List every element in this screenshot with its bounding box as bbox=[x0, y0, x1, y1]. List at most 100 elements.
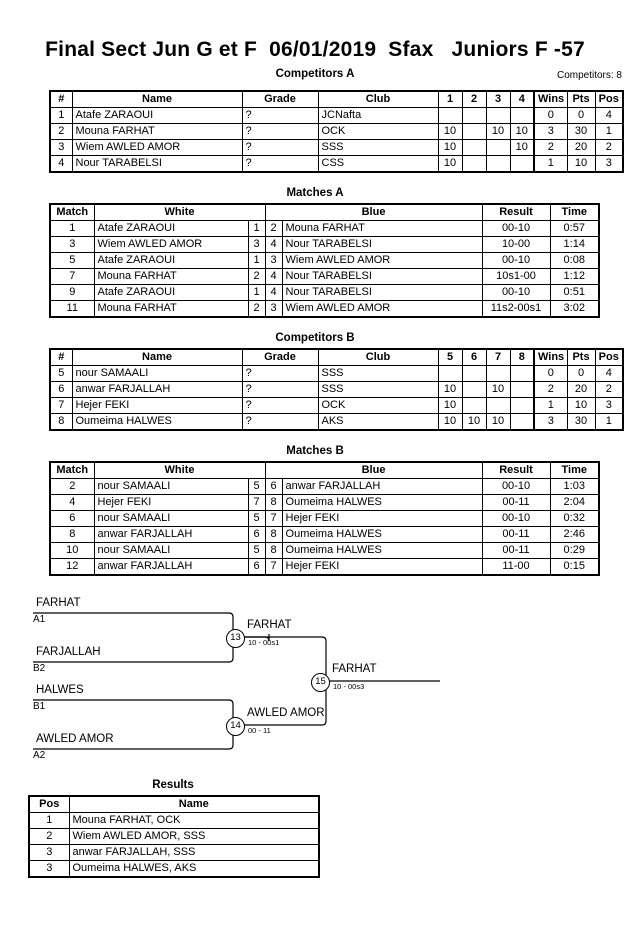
col-time: Time bbox=[549, 203, 600, 221]
cell-white-seed: 5 bbox=[247, 510, 266, 527]
col-round-6: 6 bbox=[461, 348, 487, 366]
col-round-8: 8 bbox=[509, 348, 535, 366]
table-row: 8 Oumeima HALWES ? AKS 10 10 10 3 30 1 bbox=[49, 413, 624, 431]
col-club: Club bbox=[317, 90, 439, 108]
table-row: 3 Oumeima HALWES, AKS bbox=[28, 860, 320, 878]
cell-score-4 bbox=[509, 107, 535, 124]
cell-pts: 30 bbox=[566, 123, 596, 140]
cell-pos: 4 bbox=[594, 365, 624, 382]
col-name: Name bbox=[68, 795, 320, 813]
competitors-b-table: # Name Grade Club 5 6 7 8 Wins Pts Pos 5… bbox=[49, 348, 624, 431]
cell-result: 10-00 bbox=[481, 236, 551, 253]
bracket-final-score: 10 - 00s3 bbox=[333, 682, 365, 691]
cell-pos: 2 bbox=[594, 381, 624, 398]
col-round-2: 2 bbox=[461, 90, 487, 108]
matches-a-table-wrap: Match White Blue Result Time 1 Atafe ZAR… bbox=[49, 203, 601, 318]
cell-wins: 0 bbox=[533, 365, 568, 382]
cell-name: anwar FARJALLAH bbox=[71, 381, 243, 398]
cell-white-name: Hejer FEKI bbox=[93, 494, 249, 511]
cell-match-number: 3 bbox=[49, 236, 95, 253]
results-table: Pos Name 1 Mouna FARHAT, OCK 2 Wiem AWLE… bbox=[28, 795, 320, 878]
col-name: Name bbox=[71, 348, 243, 366]
cell-pos: 3 bbox=[28, 860, 70, 878]
cell-club: JCNafta bbox=[317, 107, 439, 124]
cell-score-4: 10 bbox=[509, 123, 535, 140]
cell-blue-seed: 8 bbox=[264, 542, 283, 559]
cell-grade: ? bbox=[241, 381, 319, 398]
cell-name: Wiem AWLED AMOR bbox=[71, 139, 243, 156]
table-header-row: # Name Grade Club 5 6 7 8 Wins Pts Pos bbox=[49, 348, 624, 366]
cell-name: Wiem AWLED AMOR, SSS bbox=[68, 828, 320, 845]
table-header-row: Match White Blue Result Time bbox=[49, 461, 600, 479]
cell-white-name: Atafe ZARAOUI bbox=[93, 284, 249, 301]
cell-grade: ? bbox=[241, 123, 319, 140]
cell-pts: 20 bbox=[566, 139, 596, 156]
cell-pos: 1 bbox=[28, 812, 70, 829]
cell-time: 1:03 bbox=[549, 478, 600, 495]
cell-time: 0:08 bbox=[549, 252, 600, 269]
matches-b-table-wrap: Match White Blue Result Time 2 nour SAMA… bbox=[49, 461, 601, 576]
cell-blue-name: Oumeima HALWES bbox=[281, 494, 483, 511]
col-white: White bbox=[93, 461, 266, 479]
cell-score-8 bbox=[509, 413, 535, 431]
cell-result: 00-11 bbox=[481, 526, 551, 543]
table-row: 7 Mouna FARHAT 2 4 Nour TARABELSI 10s1-0… bbox=[49, 268, 600, 285]
col-pts: Pts bbox=[566, 348, 596, 366]
cell-wins: 3 bbox=[533, 123, 568, 140]
section-heading-competitors-a: Competitors A bbox=[275, 68, 355, 80]
cell-blue-seed: 2 bbox=[264, 220, 283, 237]
cell-match-number: 7 bbox=[49, 268, 95, 285]
cell-result: 10s1-00 bbox=[481, 268, 551, 285]
cell-white-name: Wiem AWLED AMOR bbox=[93, 236, 249, 253]
cell-white-name: Atafe ZARAOUI bbox=[93, 252, 249, 269]
cell-white-name: nour SAMAALI bbox=[93, 510, 249, 527]
cell-name: nour SAMAALI bbox=[71, 365, 243, 382]
table-row: 4 Hejer FEKI 7 8 Oumeima HALWES 00-11 2:… bbox=[49, 494, 600, 511]
cell-match-number: 8 bbox=[49, 526, 95, 543]
cell-score-2 bbox=[461, 123, 487, 140]
table-row: 2 Wiem AWLED AMOR, SSS bbox=[28, 828, 320, 845]
cell-pts: 30 bbox=[566, 413, 596, 431]
table-row: 11 Mouna FARHAT 2 3 Wiem AWLED AMOR 11s2… bbox=[49, 300, 600, 318]
bracket-entrant-seed: B1 bbox=[33, 701, 46, 712]
cell-blue-seed: 4 bbox=[264, 236, 283, 253]
cell-wins: 0 bbox=[533, 107, 568, 124]
col-blue: Blue bbox=[264, 203, 483, 221]
competitors-a-table: # Name Grade Club 1 2 3 4 Wins Pts Pos 1… bbox=[49, 90, 624, 173]
table-row: 10 nour SAMAALI 5 8 Oumeima HALWES 00-11… bbox=[49, 542, 600, 559]
bracket-score: 10 - 00s1 bbox=[248, 638, 280, 647]
table-header-row: # Name Grade Club 1 2 3 4 Wins Pts Pos bbox=[49, 90, 624, 108]
cell-score-8 bbox=[509, 365, 535, 382]
col-pos: Pos bbox=[594, 348, 624, 366]
col-match: Match bbox=[49, 461, 95, 479]
cell-score-3 bbox=[485, 155, 511, 173]
cell-match-number: 1 bbox=[49, 220, 95, 237]
bracket-match-node-13[interactable]: 13 bbox=[226, 629, 245, 648]
cell-score-2 bbox=[461, 107, 487, 124]
cell-match-number: 4 bbox=[49, 494, 95, 511]
section-heading-matches-a: Matches A bbox=[286, 187, 344, 199]
results-table-wrap: Pos Name 1 Mouna FARHAT, OCK 2 Wiem AWLE… bbox=[28, 795, 320, 878]
bracket-entrant-name: AWLED AMOR bbox=[36, 733, 114, 745]
cell-white-name: nour SAMAALI bbox=[93, 478, 249, 495]
cell-pos: 2 bbox=[28, 828, 70, 845]
bracket-score: 00 - 11 bbox=[248, 726, 271, 735]
cell-match-number: 5 bbox=[49, 252, 95, 269]
cell-time: 2:46 bbox=[549, 526, 600, 543]
table-row: 1 Atafe ZARAOUI ? JCNafta 0 0 4 bbox=[49, 107, 624, 124]
cell-white-name: anwar FARJALLAH bbox=[93, 526, 249, 543]
table-row: 1 Atafe ZARAOUI 1 2 Mouna FARHAT 00-10 0… bbox=[49, 220, 600, 237]
cell-grade: ? bbox=[241, 397, 319, 414]
cell-club: OCK bbox=[317, 123, 439, 140]
col-match: Match bbox=[49, 203, 95, 221]
cell-wins: 3 bbox=[533, 413, 568, 431]
bracket-entrant-seed: A1 bbox=[33, 614, 46, 625]
bracket-match-node-15[interactable]: 15 bbox=[311, 673, 330, 692]
bracket-match-node-14[interactable]: 14 bbox=[226, 717, 245, 736]
competitors-count: Competitors: 8 bbox=[556, 70, 622, 81]
cell-blue-name: Wiem AWLED AMOR bbox=[281, 300, 483, 318]
competitors-a-table-wrap: # Name Grade Club 1 2 3 4 Wins Pts Pos 1… bbox=[49, 90, 624, 173]
cell-num: 2 bbox=[49, 123, 73, 140]
col-club: Club bbox=[317, 348, 439, 366]
cell-club: OCK bbox=[317, 397, 439, 414]
